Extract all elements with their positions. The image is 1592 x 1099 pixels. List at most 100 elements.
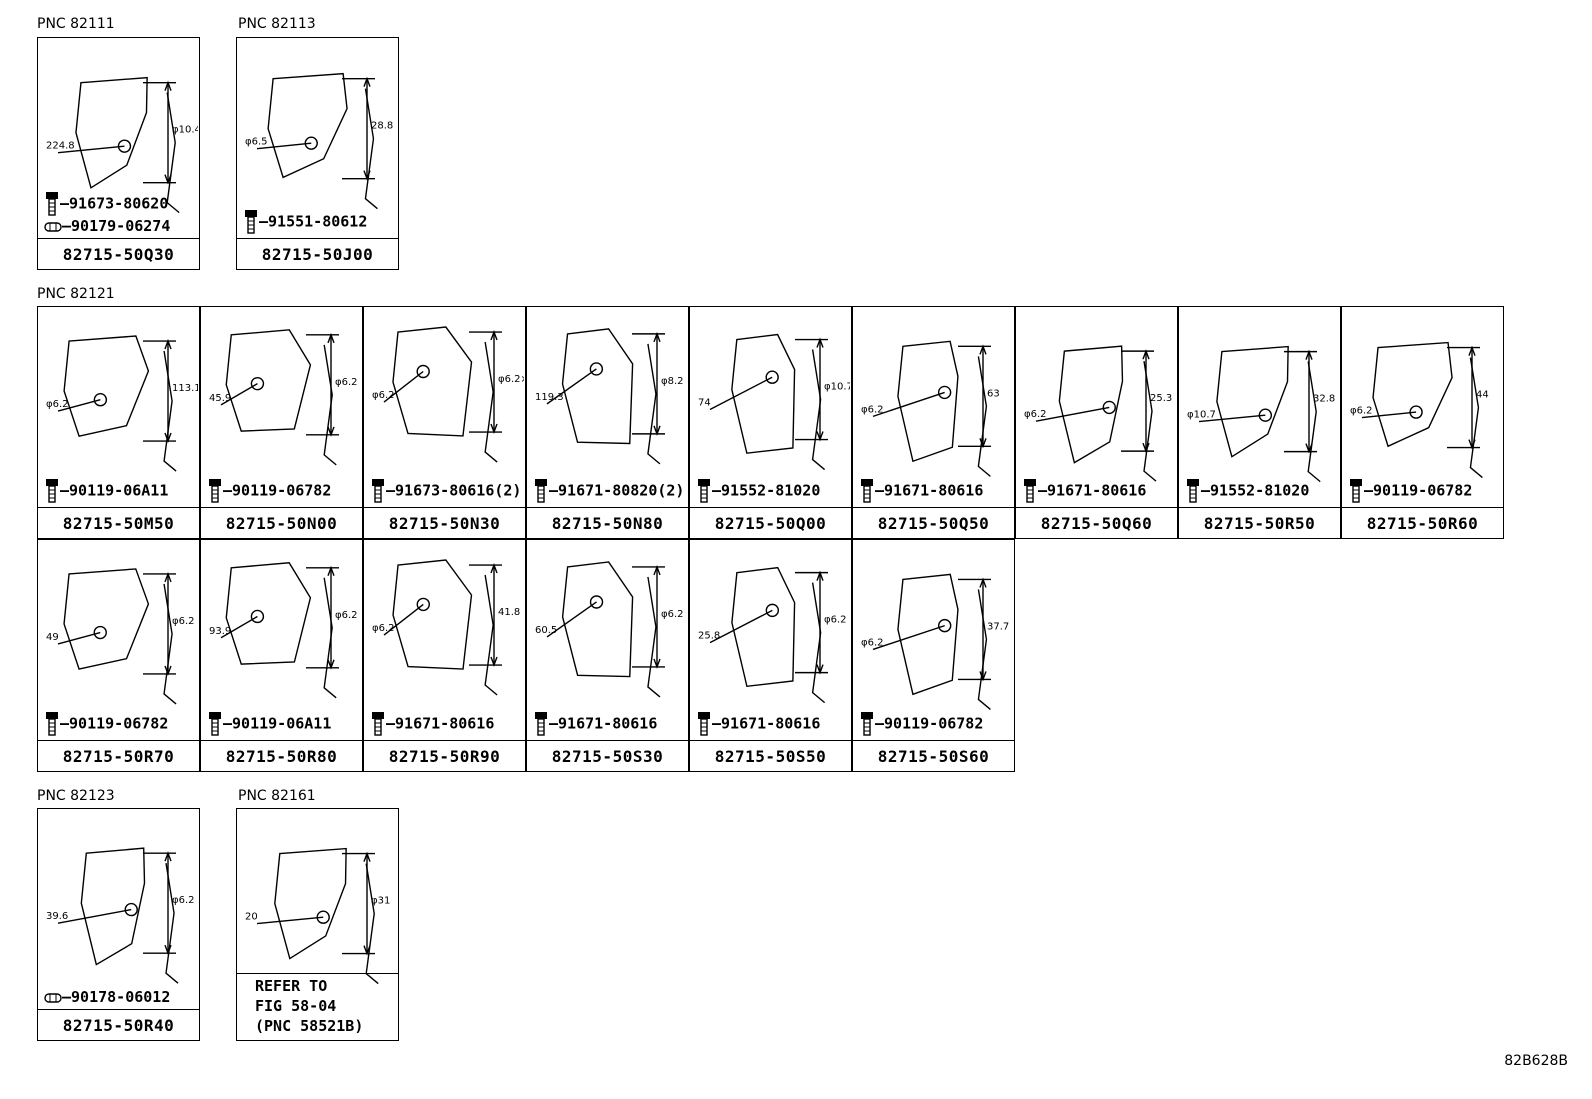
nut-icon — [44, 221, 62, 232]
bolt-fastener: —90119-06A11 — [44, 478, 168, 504]
bolt-icon — [1187, 479, 1199, 503]
fastener-part-number: — — [386, 714, 396, 733]
fastener-part-number: — — [62, 988, 72, 1006]
bracket-drawing: φ6.239.6 — [46, 847, 195, 984]
dimension-label: φ10.4 — [172, 125, 198, 136]
dimension-label: φ6.2 — [1024, 409, 1047, 420]
bolt-fastener: —90119-06782 — [207, 478, 331, 504]
fastener-number: 91671-80616 — [721, 714, 821, 733]
dimension-label: 28.8 — [371, 121, 393, 132]
dimension-label: 44 — [1476, 390, 1489, 401]
fastener-number: 91552-81020 — [1210, 481, 1310, 500]
bolt-fastener: —91671-80820(2) — [533, 478, 684, 504]
fastener-number: 90119-06A11 — [69, 481, 169, 500]
fastener-number: 90119-06782 — [1373, 481, 1473, 500]
dimension-label: φ6.2 — [335, 610, 358, 621]
bolt-fastener: —91673-80616(2) — [370, 478, 521, 504]
fastener-part-number: — — [62, 217, 72, 235]
fastener-part-number: — — [712, 714, 722, 733]
dimension-label: 224.8 — [46, 141, 75, 152]
dimension-label: 93.9 — [209, 626, 231, 637]
dimension-label: 25.8 — [698, 631, 720, 642]
bolt-icon — [861, 712, 873, 736]
dimension-label: 119.3 — [535, 392, 564, 403]
part-number: 82715-50S60 — [853, 740, 1014, 771]
fastener-part-number: — — [386, 481, 396, 500]
fastener-part-number: — — [1201, 481, 1211, 500]
bolt-icon — [46, 479, 58, 503]
part-number: 82715-50R80 — [201, 740, 362, 771]
part-number: 82715-50J00 — [237, 238, 398, 269]
fastener-number: 91671-80820(2) — [558, 481, 685, 500]
part-number: 82715-50R90 — [364, 740, 525, 771]
bracket-drawing: φ10.4 224.8 — [46, 76, 198, 214]
bracket-drawing: φ10.7 74 — [698, 333, 850, 471]
dimension-label: φ6.2 — [335, 377, 358, 388]
fastener-part-number: — — [223, 481, 233, 500]
dimension-label: 60.5 — [535, 625, 557, 636]
dimension-label: φ10.7 — [824, 382, 850, 393]
fastener-number: 91671-80616 — [395, 714, 495, 733]
fastener-number: 91673-80620 — [69, 194, 169, 213]
bolt-fastener: —91671-80616 — [533, 711, 657, 737]
dimension-label: 45.9 — [209, 393, 231, 404]
bracket-drawing: 32.8 φ10.7 — [1187, 345, 1335, 483]
bolt-fastener: —91673-80620 — [44, 191, 168, 217]
part-number: 82715-50R70 — [38, 740, 199, 771]
part-number: 82715-50N80 — [527, 507, 688, 538]
fastener-number: 90119-06782 — [69, 714, 169, 733]
fastener-part-number: — — [60, 194, 70, 213]
dimension-label: φ6.2 — [824, 615, 847, 626]
bolt-icon — [46, 712, 58, 736]
bolt-icon — [698, 712, 710, 736]
bolt-icon — [372, 712, 384, 736]
bracket-drawing: 25.3φ6.2 — [1024, 345, 1172, 482]
dimension-label: φ6.2 — [372, 623, 395, 634]
nut-fastener: —90179-06274 — [44, 217, 170, 235]
pnc-label-82111: PNC 82111 — [37, 16, 115, 32]
part-number: 82715-50N30 — [364, 507, 525, 538]
dimension-label: φ6.2 — [172, 616, 195, 627]
bolt-icon — [535, 712, 547, 736]
dimension-label: 32.8 — [1313, 394, 1335, 405]
refer-line: (PNC 58521B) — [255, 1017, 364, 1035]
bracket-drawing: φ6.249 — [46, 568, 195, 705]
bolt-icon — [209, 712, 221, 736]
fastener-part-number: — — [875, 714, 885, 733]
dimension-label: φ6.5 — [245, 137, 268, 148]
dimension-label: 74 — [698, 398, 711, 409]
bolt-fastener: —91552-81020 — [696, 478, 820, 504]
bolt-fastener: —91671-80616 — [859, 478, 983, 504]
bracket-drawing: φ6.2 93.9 — [209, 562, 358, 699]
bolt-icon — [245, 210, 257, 234]
part-number: 82715-50N00 — [201, 507, 362, 538]
fastener-part-number: — — [549, 481, 559, 500]
fastener-part-number: — — [1038, 481, 1048, 500]
fastener-part-number: — — [875, 481, 885, 500]
fastener-part-number: — — [1364, 481, 1374, 500]
pnc-label-82121: PNC 82121 — [37, 286, 115, 302]
bracket-drawing: φ6.2×8φ6.2 — [372, 326, 524, 463]
part-number: 82715-50R60 — [1342, 507, 1503, 538]
dimension-label: φ10.7 — [1187, 410, 1216, 421]
fastener-number: 91671-80616 — [884, 481, 984, 500]
fastener-part-number: — — [549, 714, 559, 733]
fastener-number: 91671-80616 — [558, 714, 658, 733]
bolt-fastener: —91671-80616 — [696, 711, 820, 737]
diagram-code: 82B628B — [1504, 1053, 1568, 1069]
part-number: 82715-50Q60 — [1016, 507, 1177, 538]
bolt-fastener: —91671-80616 — [1022, 478, 1146, 504]
bolt-fastener: —91552-81020 — [1185, 478, 1309, 504]
